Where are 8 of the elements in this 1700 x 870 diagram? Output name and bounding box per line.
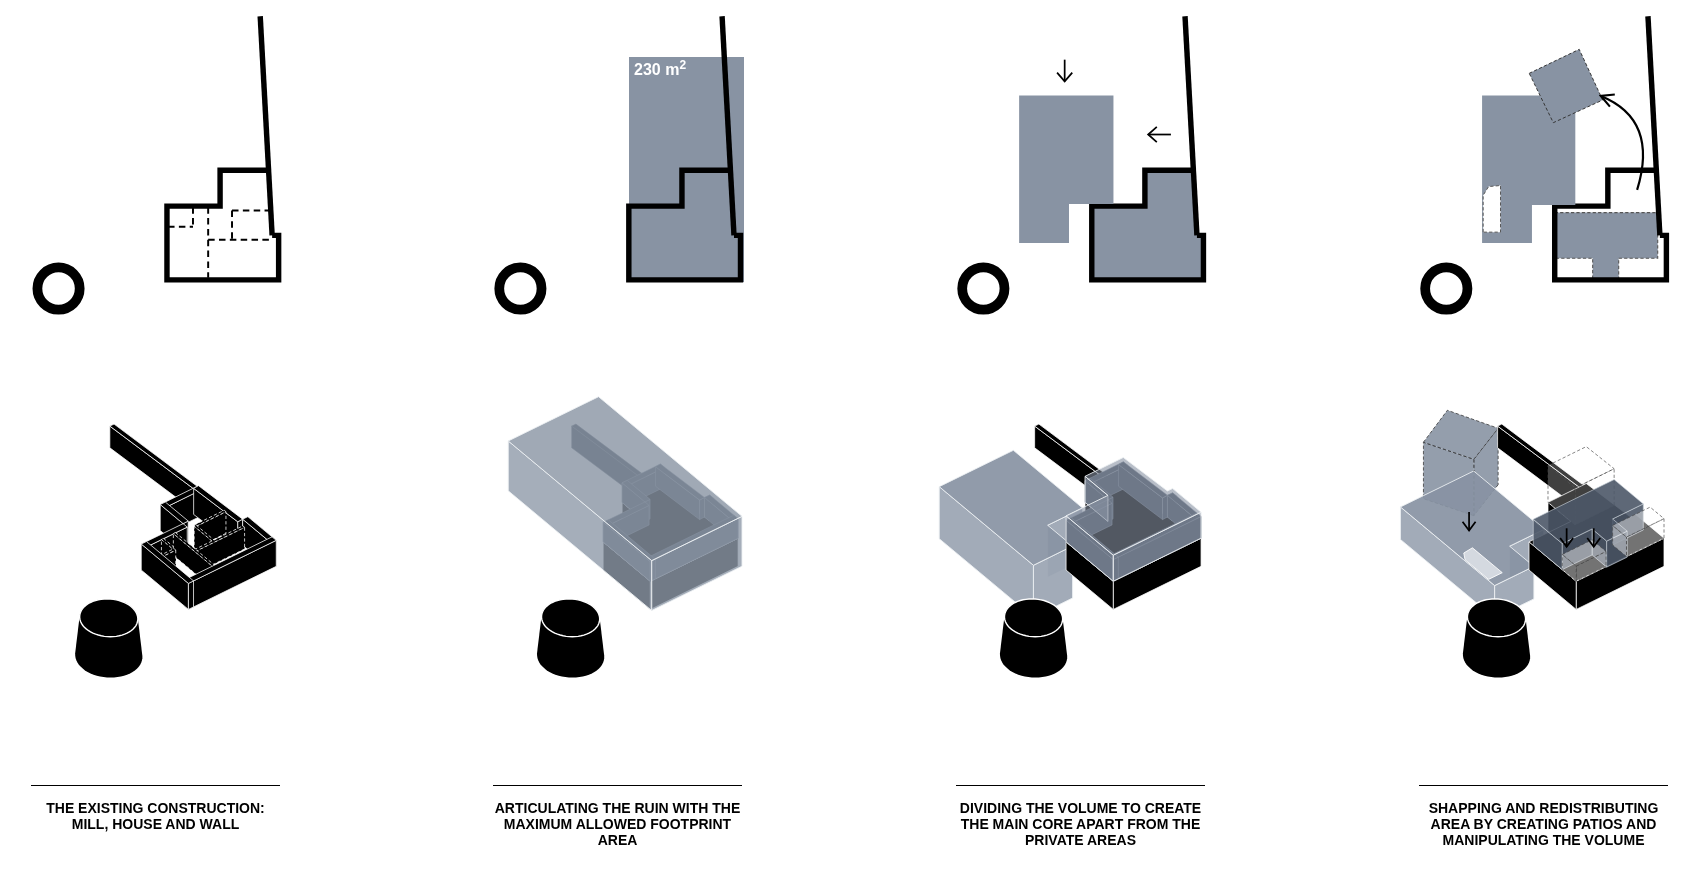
area-label: 230 m$^{2}$ <box>634 60 687 80</box>
volume-block <box>1019 95 1114 243</box>
caption: SHAPPING AND REDISTRIBUTING AREA BY CREATING PATIOS AND MANIPULATING THE VOLUME <box>1427 800 1660 848</box>
rotated-volume <box>1528 48 1604 124</box>
caption: DIVIDING THE VOLUME TO CREATE THE MAIN CORE APART FROM THE PRIVATE AREAS <box>958 800 1203 848</box>
caption: THE EXISTING CONSTRUCTION: MILL, HOUSE AND WALL <box>45 800 266 832</box>
caption: ARTICULATING THE RUIN WITH THE MAXIMUM ALLOWED FOOTPRINT AREA <box>493 800 742 848</box>
curved-arrow <box>1599 94 1645 191</box>
